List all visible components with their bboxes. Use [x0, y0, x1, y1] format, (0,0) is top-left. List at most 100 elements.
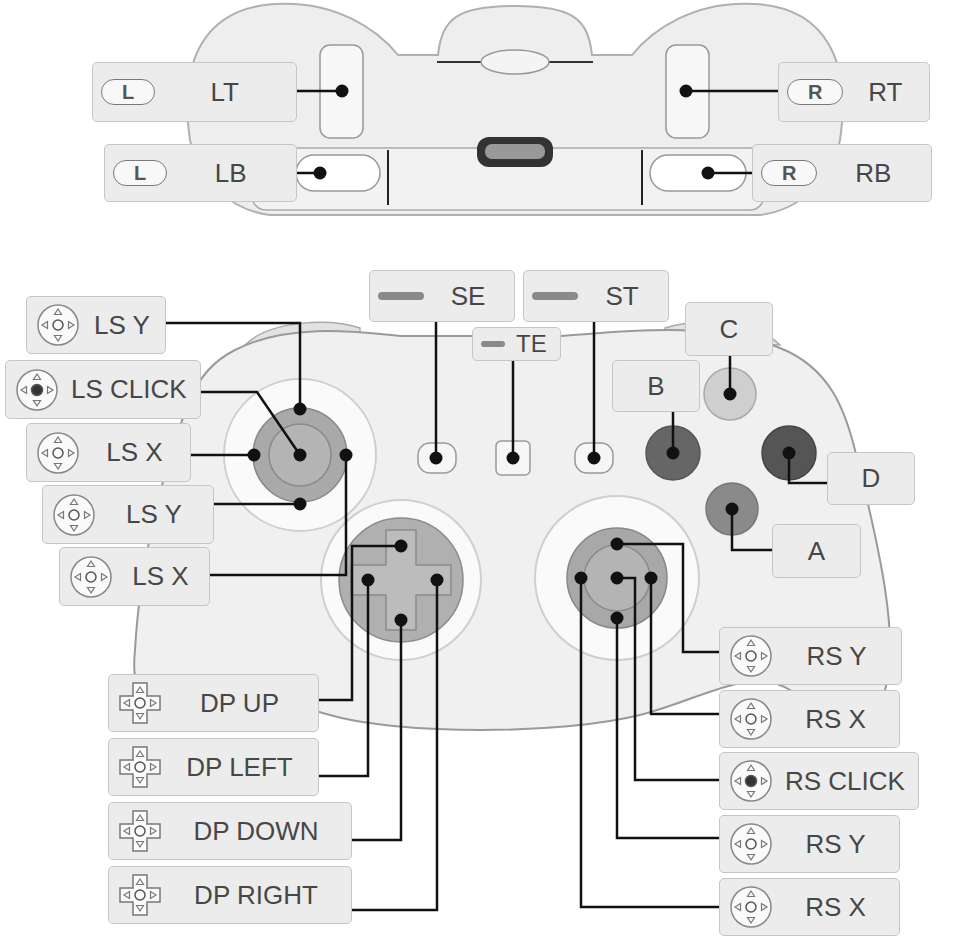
leader-line: [352, 580, 437, 910]
direction-mark: [762, 841, 768, 848]
control-label-box: LS Y: [42, 485, 214, 544]
leader-dot: [294, 498, 307, 511]
stick-top: [269, 424, 331, 486]
direction-mark: [762, 778, 768, 785]
stick-outline: [731, 636, 771, 676]
direction-mark: [762, 904, 768, 911]
leader-dot: [395, 540, 408, 553]
direction-mark: [762, 653, 768, 660]
leader-line: [191, 454, 254, 457]
leader-line: [214, 503, 300, 506]
leader-dot: [667, 447, 680, 460]
direction-mark: [88, 587, 95, 593]
stick-outline: [71, 557, 111, 597]
stick-outline: [38, 433, 78, 473]
leader-line: [319, 546, 401, 700]
control-label-box: LS X: [59, 547, 210, 606]
dpad-base: [339, 518, 463, 642]
control-name: D: [862, 464, 881, 493]
leader-dot: [611, 612, 624, 625]
direction-mark: [102, 573, 108, 580]
direction-mark: [55, 437, 62, 443]
leader-line: [593, 322, 596, 458]
leader-dot: [702, 167, 715, 180]
control-name: LS X: [106, 438, 162, 467]
button-icon: [481, 341, 505, 347]
center-mark: [53, 320, 63, 330]
leader-line: [297, 90, 342, 93]
leader-dot: [783, 447, 796, 460]
stick-icon: [728, 633, 774, 679]
direction-mark: [124, 764, 130, 771]
direction-mark: [55, 309, 62, 315]
direction-mark: [137, 687, 144, 693]
leader-line: [732, 509, 772, 550]
port-inner: [485, 144, 545, 159]
control-name: C: [720, 315, 739, 344]
center-mark: [53, 448, 63, 458]
direction-mark: [69, 449, 75, 456]
control-label-box: B: [612, 360, 700, 412]
dash-mark: [532, 292, 578, 300]
direction-mark: [137, 879, 144, 885]
direction-mark: [748, 855, 755, 861]
seam-line: [641, 150, 643, 205]
center-mark: [135, 826, 145, 836]
bumper-shape: [296, 155, 380, 191]
leader-dot: [336, 85, 349, 98]
center-mark: [746, 839, 756, 849]
leader-dot: [362, 574, 375, 587]
direction-mark: [21, 386, 27, 393]
control-name: RT: [868, 78, 902, 107]
button-icon: [378, 292, 424, 300]
control-label-box: R RT: [778, 62, 930, 122]
direction-mark: [748, 828, 755, 834]
center-mark: [135, 762, 145, 772]
dpad-icon: [117, 872, 163, 918]
leader-dots: [248, 85, 796, 627]
stick-icon: [35, 302, 81, 348]
dpad-outline: [120, 811, 160, 851]
stick-outline: [731, 761, 771, 801]
direction-mark: [137, 751, 144, 757]
center-mark: [746, 651, 756, 661]
leader-dot: [726, 503, 739, 516]
direction-mark: [735, 778, 741, 785]
leader-line: [512, 361, 515, 458]
leader-dot: [294, 403, 307, 416]
control-label-box: TE: [472, 327, 561, 361]
center-mark: [746, 714, 756, 724]
direction-mark: [34, 400, 41, 406]
control-name: LT: [210, 78, 238, 107]
center-mark: [135, 890, 145, 900]
stick-outline: [17, 370, 57, 410]
leader-dot: [645, 572, 658, 585]
direction-mark: [85, 511, 91, 518]
control-name: RS X: [805, 893, 866, 922]
leader-line: [192, 392, 300, 455]
leader-line: [435, 322, 438, 458]
control-name: DP RIGHT: [194, 881, 318, 910]
port-shape: [477, 137, 553, 167]
stick-outline: [731, 824, 771, 864]
direction-mark: [151, 828, 157, 835]
side-tag: L: [101, 79, 155, 105]
direction-mark: [748, 792, 755, 798]
leader-dot: [611, 572, 624, 585]
leader-line: [617, 544, 719, 652]
control-label-box: RS Y: [719, 627, 902, 685]
center-mark: [135, 698, 145, 708]
seam-line: [387, 150, 389, 205]
control-name: TE: [516, 331, 547, 357]
leader-dot: [430, 452, 443, 465]
dpad-outline: [120, 747, 160, 787]
control-name: LS CLICK: [71, 375, 187, 404]
stick-icon: [728, 696, 774, 742]
control-name: RB: [855, 159, 891, 188]
leader-dot: [588, 452, 601, 465]
stick-icon: [14, 367, 60, 413]
side-tag: R: [787, 79, 843, 105]
direction-mark: [151, 892, 157, 899]
stick-outline: [731, 699, 771, 739]
direction-mark: [137, 842, 144, 848]
